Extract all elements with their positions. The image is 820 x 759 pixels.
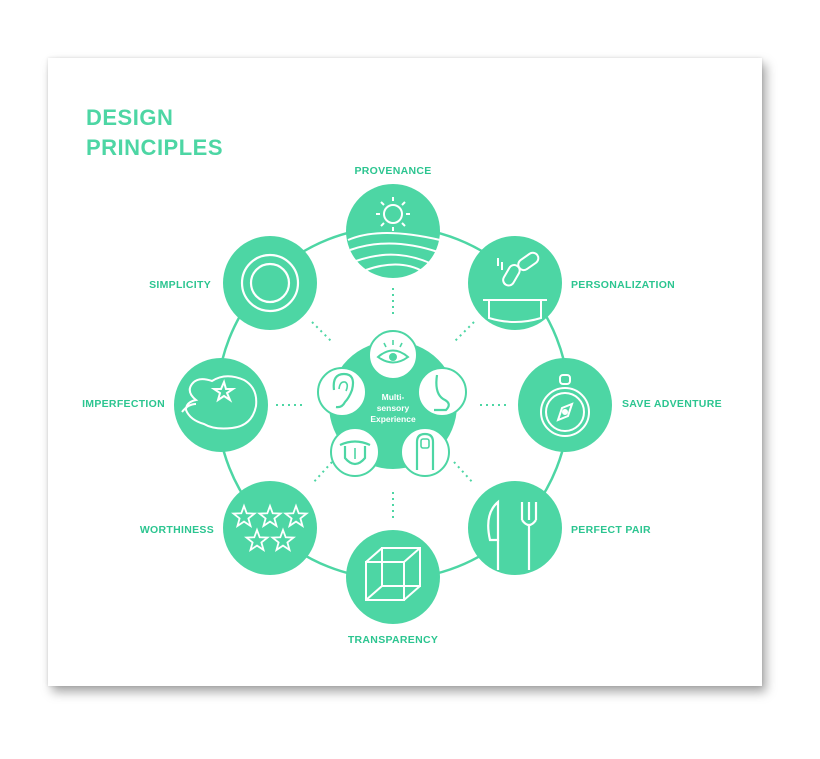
connector-worthiness — [311, 461, 333, 485]
page-title: DESIGN PRINCIPLES — [86, 103, 223, 163]
sun-over-fields-icon — [347, 197, 441, 273]
center-label-1: Multi- — [382, 392, 405, 402]
star-4 — [244, 527, 270, 552]
star-2 — [257, 503, 283, 528]
tomato-icon — [181, 375, 258, 430]
ear-icon — [317, 367, 367, 417]
label-imperfection: IMPERFECTION — [82, 398, 165, 410]
principle-personalization: PERSONALIZATION — [468, 236, 675, 330]
cube-icon — [365, 547, 421, 601]
principle-perfect-pair: PERFECT PAIR — [468, 481, 651, 575]
principle-transparency: TRANSPARENCY — [346, 530, 440, 646]
principle-provenance: PROVENANCE — [346, 165, 441, 278]
compass-icon — [540, 374, 590, 437]
title-line-1: DESIGN — [86, 105, 174, 130]
label-simplicity: SIMPLICITY — [149, 279, 211, 291]
plate-icon — [240, 253, 300, 313]
star-1 — [231, 503, 257, 528]
star-3 — [283, 503, 309, 528]
title-line-2: PRINCIPLES — [86, 135, 224, 160]
principle-save-adventure: SAVE ADVENTURE — [518, 358, 722, 452]
center-label-2: sensory — [377, 403, 410, 413]
knife-and-fork-icon — [487, 499, 538, 570]
connector-perfect-pair — [453, 461, 475, 485]
label-perfect-pair: PERFECT PAIR — [571, 524, 651, 536]
nose-icon — [417, 367, 467, 417]
connectors — [276, 288, 510, 522]
tongue-icon — [330, 427, 380, 477]
pills-icon — [483, 251, 547, 323]
connector-personalization — [453, 321, 475, 343]
eye-icon — [368, 330, 418, 380]
principle-worthiness: WORTHINESS — [140, 481, 317, 575]
label-save-adventure: SAVE ADVENTURE — [622, 398, 722, 410]
connector-simplicity — [311, 321, 333, 343]
principle-imperfection: IMPERFECTION — [82, 358, 268, 452]
label-worthiness: WORTHINESS — [140, 524, 214, 536]
principle-simplicity: SIMPLICITY — [149, 236, 317, 330]
finger-icon — [400, 427, 450, 477]
label-personalization: PERSONALIZATION — [571, 279, 675, 291]
sensory-cluster: Multi- sensory Experience — [317, 330, 467, 477]
star-5 — [270, 527, 296, 552]
label-provenance: PROVENANCE — [354, 165, 431, 177]
stars-icon — [231, 503, 309, 552]
label-transparency: TRANSPARENCY — [348, 634, 438, 646]
center-label-3: Experience — [370, 414, 416, 424]
